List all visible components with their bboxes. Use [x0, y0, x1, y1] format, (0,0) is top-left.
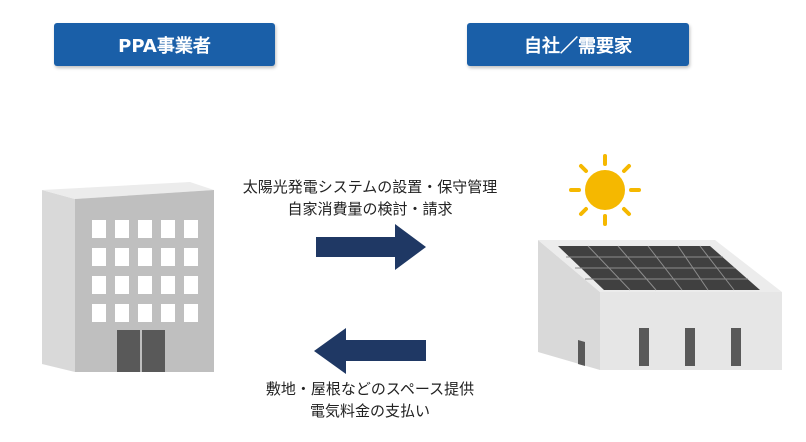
sun-icon	[569, 154, 641, 226]
office-building-icon	[42, 182, 214, 372]
payment-caption-line2: 電気料金の支払い	[309, 402, 430, 420]
payment-caption-line1: 敷地・屋根などのスペース提供	[265, 380, 475, 398]
customer-label-text: 自社／需要家	[524, 35, 632, 57]
arrow-left-icon	[314, 328, 426, 374]
solar-panel-icon	[558, 245, 760, 291]
customer-label: 自社／需要家	[467, 23, 689, 66]
service-caption-line1: 太陽光発電システムの設置・保守管理	[242, 178, 498, 196]
service-caption-line2: 自家消費量の検討・請求	[287, 200, 453, 218]
arrow-right-icon	[316, 224, 426, 270]
factory-with-solar-icon	[538, 240, 782, 370]
service-caption: 太陽光発電システムの設置・保守管理 自家消費量の検討・請求	[190, 176, 550, 220]
ppa-provider-label: PPA事業者	[54, 23, 275, 66]
payment-caption: 敷地・屋根などのスペース提供 電気料金の支払い	[190, 378, 550, 422]
ppa-provider-label-text: PPA事業者	[118, 35, 211, 57]
